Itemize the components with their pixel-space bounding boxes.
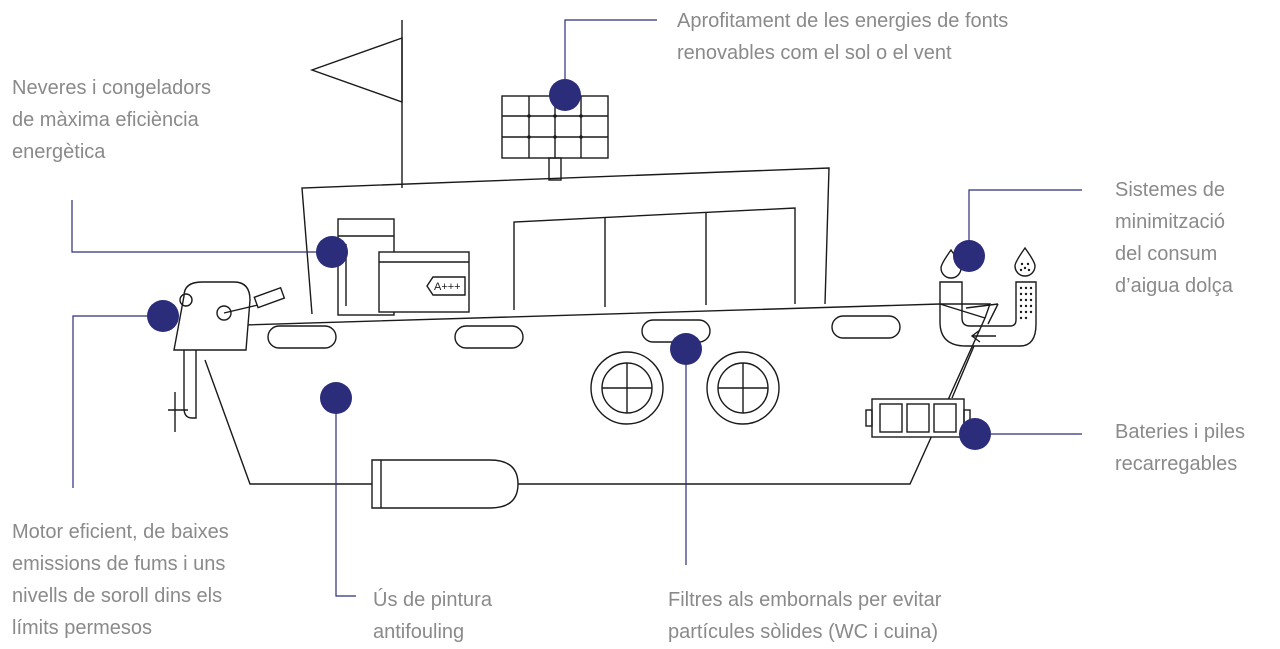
boat-cabin — [301, 167, 830, 315]
marker-solar — [549, 79, 581, 111]
label-efficient-motor: Motor eficient, de baixes emissions de f… — [12, 521, 229, 639]
marker-battery — [959, 418, 991, 450]
marker-water — [953, 240, 985, 272]
energy-class-tag: A+++ — [434, 281, 461, 293]
flag-icon — [309, 20, 403, 188]
solar-panel-icon — [501, 95, 609, 181]
marker-motor — [147, 300, 179, 332]
leader-lines — [71, 19, 1082, 597]
label-efficient-fridges: Neveres i congeladors de màxima eficiènc… — [12, 77, 211, 163]
markers — [147, 79, 991, 450]
porthole-icon — [590, 351, 780, 425]
keel-tank — [371, 459, 519, 509]
marker-filter — [670, 333, 702, 365]
water-tap-icon — [939, 281, 1037, 399]
marker-paint — [320, 382, 352, 414]
label-renewable-energy: Aprofitament de les energies de fonts re… — [677, 10, 1009, 64]
label-rechargeable-batteries: Bateries i piles recarregables — [1115, 421, 1246, 475]
marker-fridge — [316, 236, 348, 268]
label-water-saving: Sistemes de minimització del consum d’ai… — [1115, 179, 1233, 297]
fridge-icon: A+++ — [337, 218, 470, 316]
label-scupper-filters: Filtres als embornals per evitar partícu… — [668, 589, 942, 643]
outboard-motor-icon — [168, 281, 286, 432]
label-antifouling-paint: Ús de pintura antifouling — [373, 589, 492, 643]
battery-icon — [865, 398, 971, 438]
